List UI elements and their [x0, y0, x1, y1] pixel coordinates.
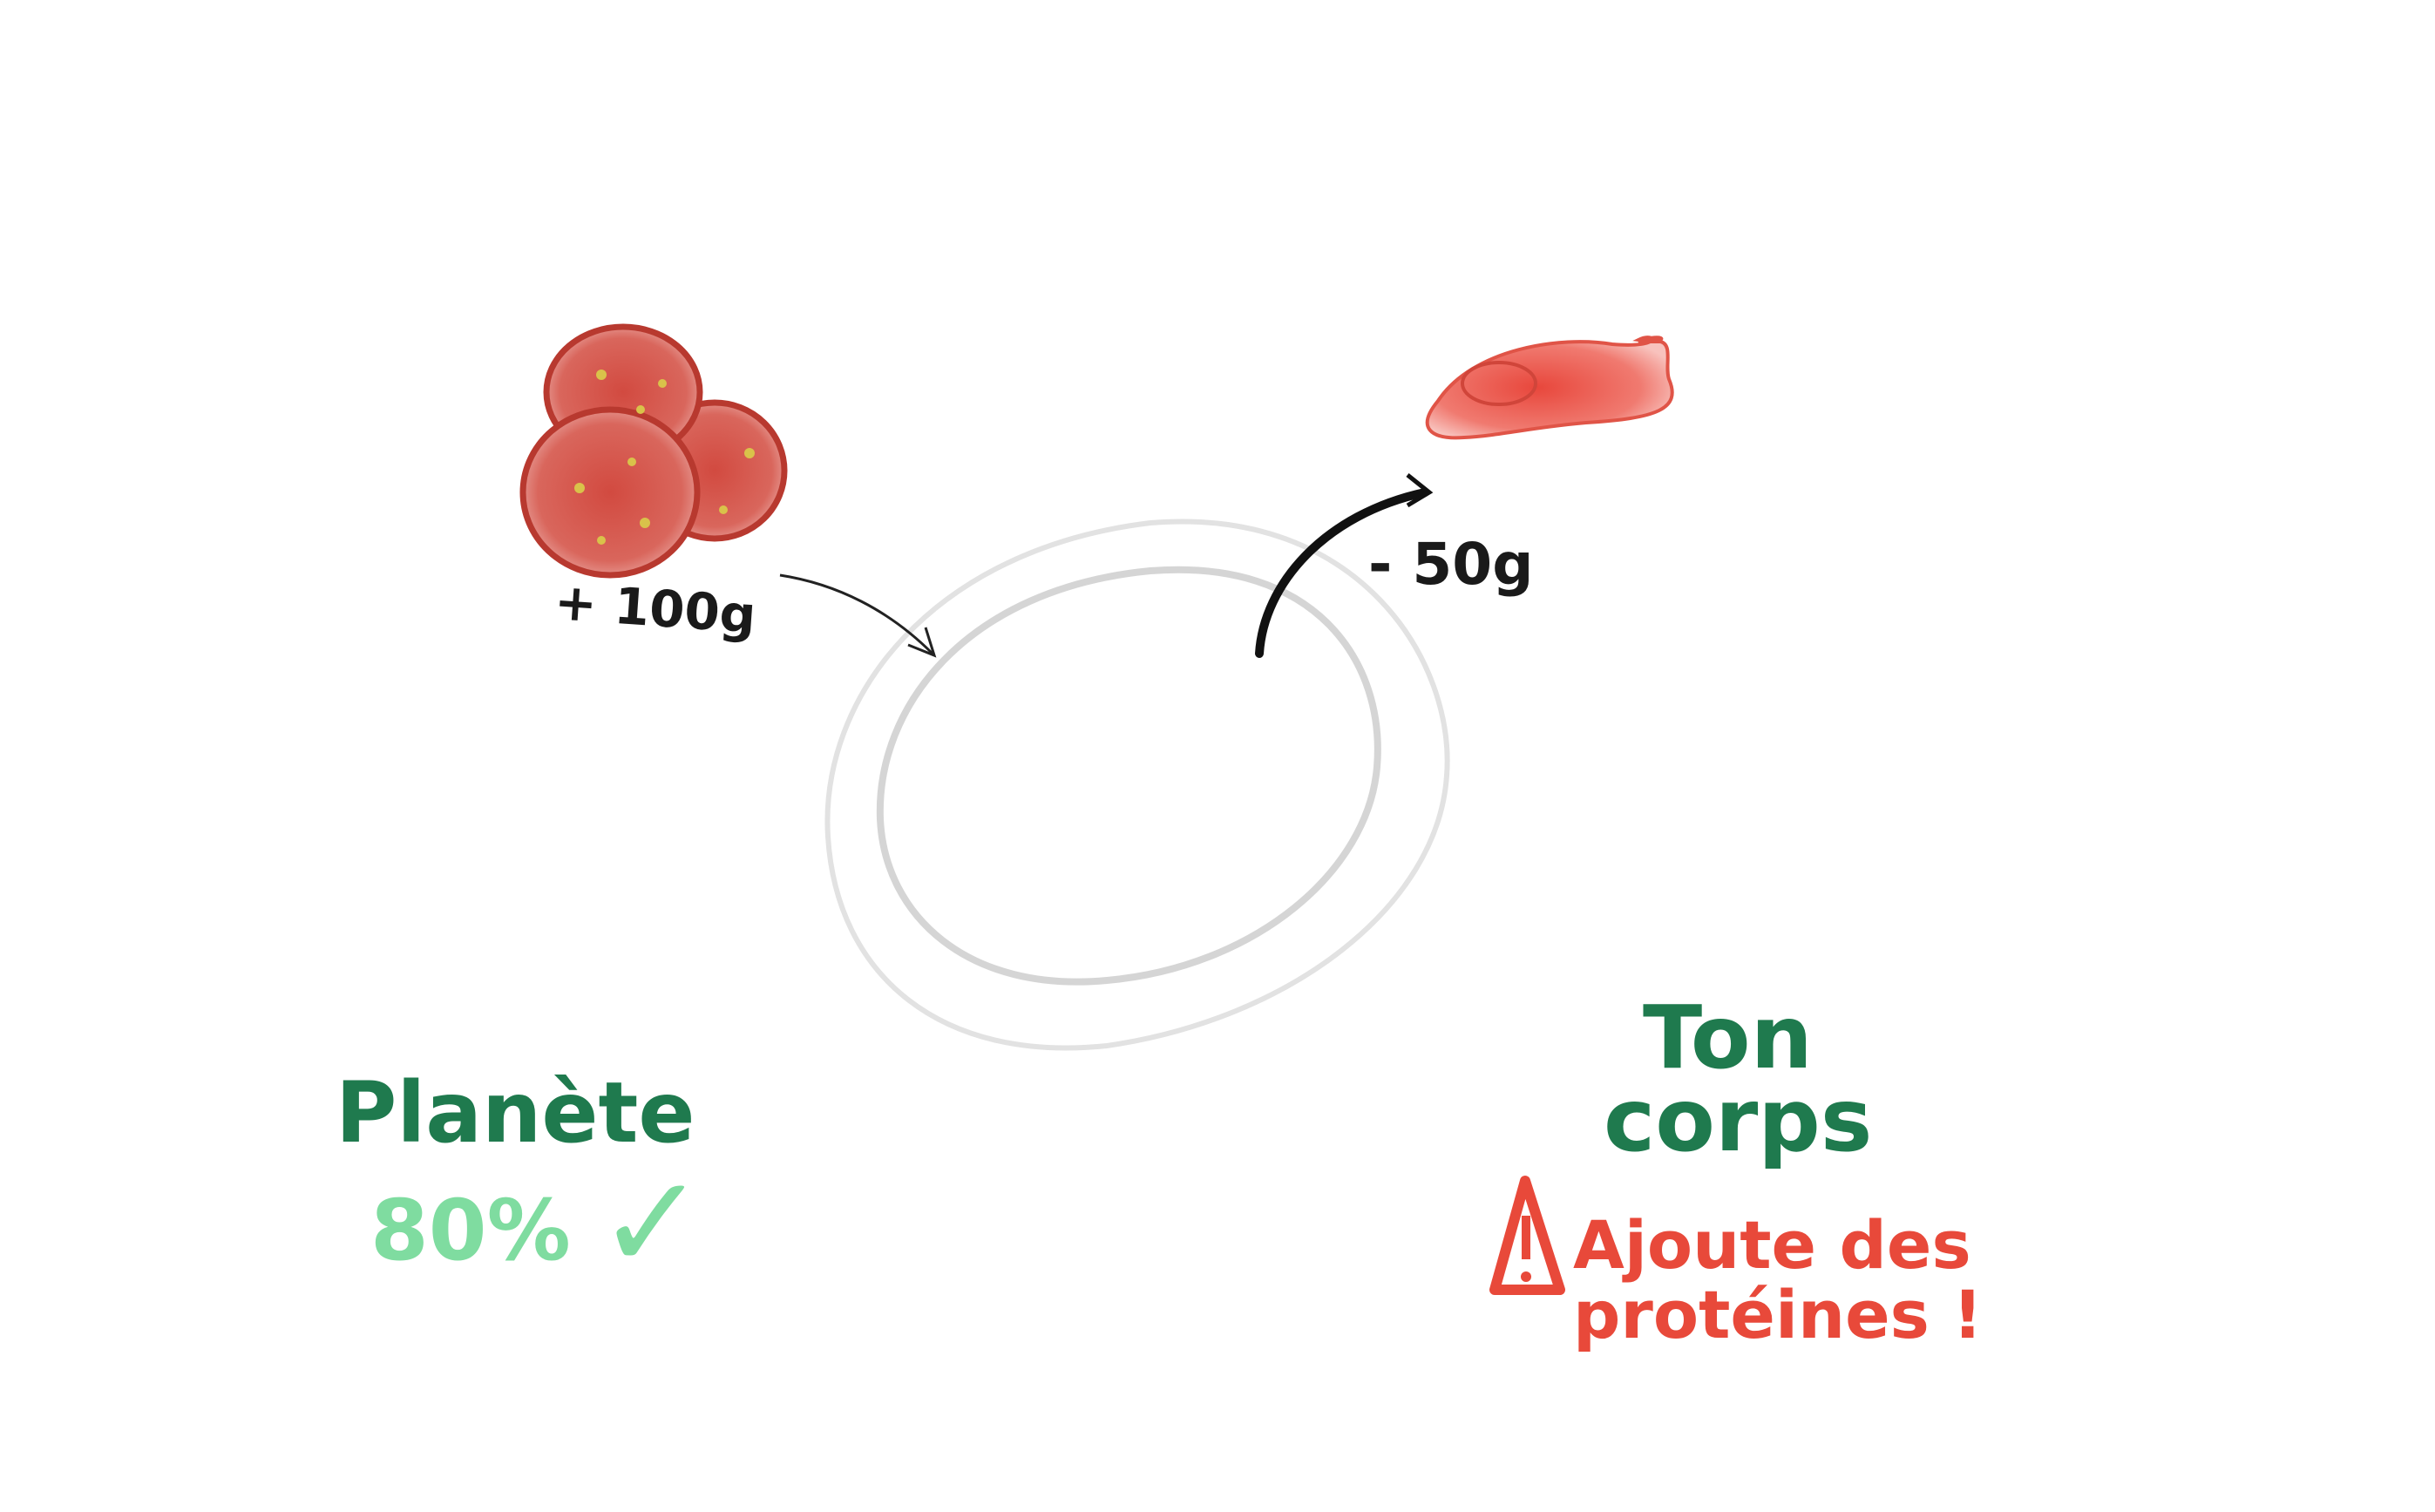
body-warning-line2: protéines ! [1573, 1276, 1983, 1353]
body-label-line2: corps [1604, 1069, 1872, 1171]
plate-icon [824, 519, 1450, 1051]
input-amount-label: + 100g [553, 572, 758, 645]
input-arrow [779, 573, 937, 658]
checkmark-icon: ✓ [597, 1148, 707, 1299]
body-label-line1: Ton [1643, 987, 1813, 1088]
planet-score: 80% [370, 1182, 571, 1279]
warning-triangle-icon [1489, 1176, 1565, 1295]
red-beans-icon [519, 323, 788, 579]
planet-label: Planète [336, 1064, 695, 1162]
output-amount-label: - 50g [1368, 531, 1533, 598]
meat-slice-icon [1425, 336, 1674, 440]
body-warning-line1: Ajoute des [1573, 1206, 1971, 1284]
output-arrow [1255, 473, 1434, 658]
